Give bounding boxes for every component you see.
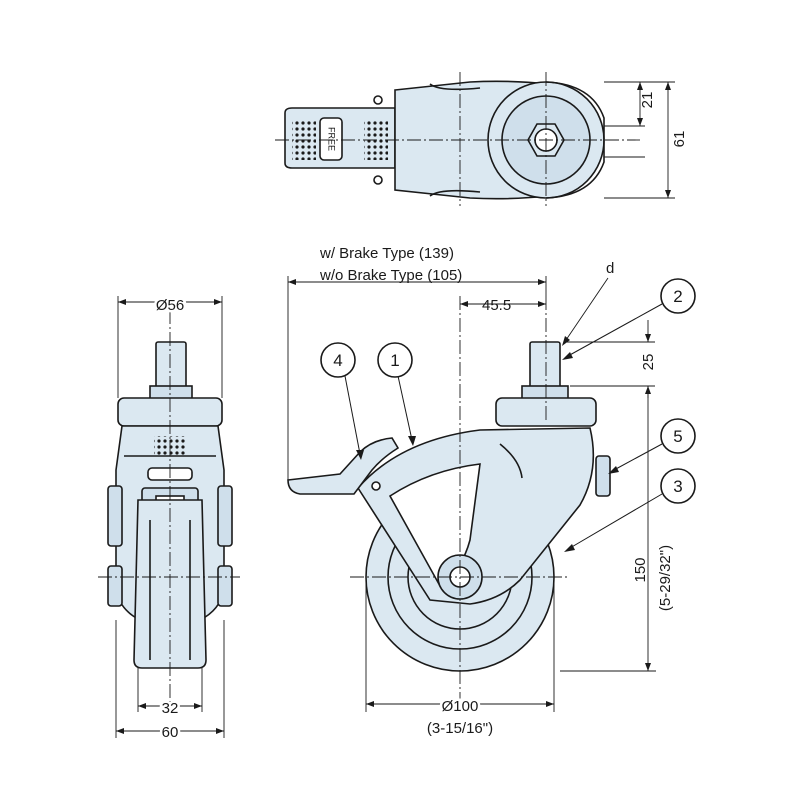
side-stem: [529, 341, 561, 389]
callout-2: [660, 278, 696, 314]
callout-2-label: 2: [673, 287, 682, 306]
rivet-bottom: [373, 175, 383, 185]
side-clip: [595, 455, 611, 497]
dim-width-outer: 60: [162, 724, 179, 741]
dim-offset: 45.5: [482, 297, 511, 314]
rivet-top: [373, 95, 383, 105]
front-stem: [155, 341, 187, 389]
free-button: [319, 117, 343, 161]
free-label: FREE: [327, 127, 337, 151]
brake-without-label: w/o Brake Type (105): [319, 267, 462, 284]
dim-plate: Ø56: [156, 297, 184, 314]
side-fork: [357, 427, 595, 605]
side-view: w/ Brake Type (139) w/o Brake Type (105): [287, 245, 674, 737]
callout-5-label: 5: [673, 427, 682, 446]
callouts: 4 1 2 5 3: [320, 278, 696, 552]
top-view: FREE 21 61: [275, 72, 688, 206]
brake-with-label: w/ Brake Type (139): [319, 245, 454, 262]
dim-boss: 21: [639, 92, 656, 109]
callout-4: [320, 342, 356, 378]
dim-width-inner: 32: [162, 700, 179, 717]
callout-1-label: 1: [390, 351, 399, 370]
callout-3: [660, 468, 696, 504]
dim-wheel-inch: (3-15/16"): [427, 720, 493, 737]
dim-stem: 25: [640, 354, 657, 371]
dim-height: 150: [632, 557, 649, 582]
callout-3-label: 3: [673, 477, 682, 496]
callout-1: [377, 342, 413, 378]
front-view: Ø56 32 60: [98, 295, 240, 744]
thread-label: d: [606, 260, 614, 277]
dim-top-overall: 61: [671, 131, 688, 148]
dim-height-inch: (5-29/32"): [657, 545, 674, 611]
dim-wheel: Ø100: [442, 698, 479, 715]
callout-5: [660, 418, 696, 454]
side-brake-pedal: [287, 437, 400, 495]
callout-4-label: 4: [333, 351, 342, 370]
